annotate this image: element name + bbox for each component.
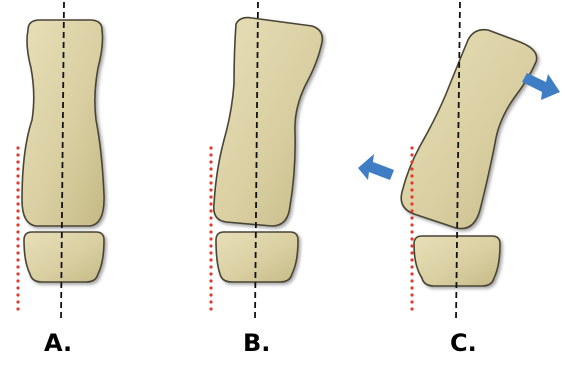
reference-dot bbox=[16, 160, 19, 163]
reference-dot bbox=[410, 272, 413, 275]
bone-upper-b bbox=[214, 18, 323, 226]
reference-dot bbox=[16, 307, 19, 310]
reference-dot bbox=[410, 216, 413, 219]
reference-dot bbox=[16, 272, 19, 275]
reference-dot bbox=[209, 265, 212, 268]
reference-dot bbox=[209, 209, 212, 212]
reference-dot bbox=[16, 237, 19, 240]
reference-dot bbox=[16, 279, 19, 282]
reference-dot bbox=[16, 146, 19, 149]
reference-dot bbox=[410, 258, 413, 261]
reference-dot bbox=[209, 293, 212, 296]
reference-dot bbox=[209, 167, 212, 170]
reference-dot bbox=[410, 279, 413, 282]
reference-dot bbox=[16, 153, 19, 156]
panel-c bbox=[358, 2, 560, 320]
reference-dot bbox=[16, 230, 19, 233]
reference-dot bbox=[209, 223, 212, 226]
reference-dot bbox=[209, 307, 212, 310]
reference-dot bbox=[410, 265, 413, 268]
reference-dotted-line-b bbox=[209, 146, 212, 310]
panel-b bbox=[209, 2, 322, 320]
reference-dot bbox=[410, 223, 413, 226]
reference-dot bbox=[410, 230, 413, 233]
bone-upper-c bbox=[401, 30, 536, 229]
panel-label-a: A. bbox=[44, 331, 72, 355]
reference-dot bbox=[410, 188, 413, 191]
reference-dot bbox=[209, 216, 212, 219]
panel-label-c: C. bbox=[450, 331, 477, 355]
reference-dot bbox=[410, 251, 413, 254]
reference-dot bbox=[410, 307, 413, 310]
reference-dot bbox=[16, 286, 19, 289]
reference-dot bbox=[209, 181, 212, 184]
reference-dot bbox=[16, 258, 19, 261]
reference-dot bbox=[209, 237, 212, 240]
reference-dot bbox=[209, 160, 212, 163]
reference-dot bbox=[410, 202, 413, 205]
reference-dot bbox=[209, 286, 212, 289]
reference-dot bbox=[410, 153, 413, 156]
reference-dot bbox=[410, 300, 413, 303]
reference-dot bbox=[209, 195, 212, 198]
reference-dot bbox=[209, 251, 212, 254]
arrow-right-icon bbox=[522, 73, 560, 100]
reference-dot bbox=[16, 188, 19, 191]
reference-dot bbox=[410, 174, 413, 177]
reference-dot bbox=[16, 167, 19, 170]
reference-dot bbox=[209, 153, 212, 156]
reference-dot bbox=[209, 258, 212, 261]
panel-a bbox=[16, 2, 104, 320]
reference-dot bbox=[16, 293, 19, 296]
reference-dot bbox=[410, 209, 413, 212]
reference-dot bbox=[410, 146, 413, 149]
reference-dot bbox=[410, 167, 413, 170]
reference-dot bbox=[209, 244, 212, 247]
reference-dot bbox=[209, 202, 212, 205]
reference-dot bbox=[16, 216, 19, 219]
reference-dot bbox=[16, 265, 19, 268]
reference-dot bbox=[410, 181, 413, 184]
reference-dot bbox=[209, 174, 212, 177]
reference-dot bbox=[410, 244, 413, 247]
reference-dot bbox=[410, 293, 413, 296]
reference-dot bbox=[410, 286, 413, 289]
reference-dot bbox=[16, 209, 19, 212]
reference-dot bbox=[16, 223, 19, 226]
bone-lower-b bbox=[216, 232, 298, 282]
reference-dot bbox=[16, 251, 19, 254]
reference-dot bbox=[16, 174, 19, 177]
reference-dot bbox=[16, 181, 19, 184]
reference-dotted-line-a bbox=[16, 146, 19, 310]
reference-dot bbox=[209, 279, 212, 282]
reference-dot bbox=[410, 160, 413, 163]
reference-dot bbox=[16, 202, 19, 205]
reference-dot bbox=[209, 230, 212, 233]
reference-dot bbox=[209, 146, 212, 149]
reference-dot bbox=[16, 300, 19, 303]
reference-dot bbox=[209, 188, 212, 191]
reference-dot bbox=[410, 195, 413, 198]
reference-dot bbox=[16, 195, 19, 198]
arrow-left-icon bbox=[358, 154, 394, 180]
reference-dot bbox=[16, 244, 19, 247]
bone-lower-a bbox=[24, 232, 104, 282]
panel-label-b: B. bbox=[243, 331, 270, 355]
reference-dot bbox=[209, 272, 212, 275]
reference-dot bbox=[410, 237, 413, 240]
reference-dot bbox=[209, 300, 212, 303]
